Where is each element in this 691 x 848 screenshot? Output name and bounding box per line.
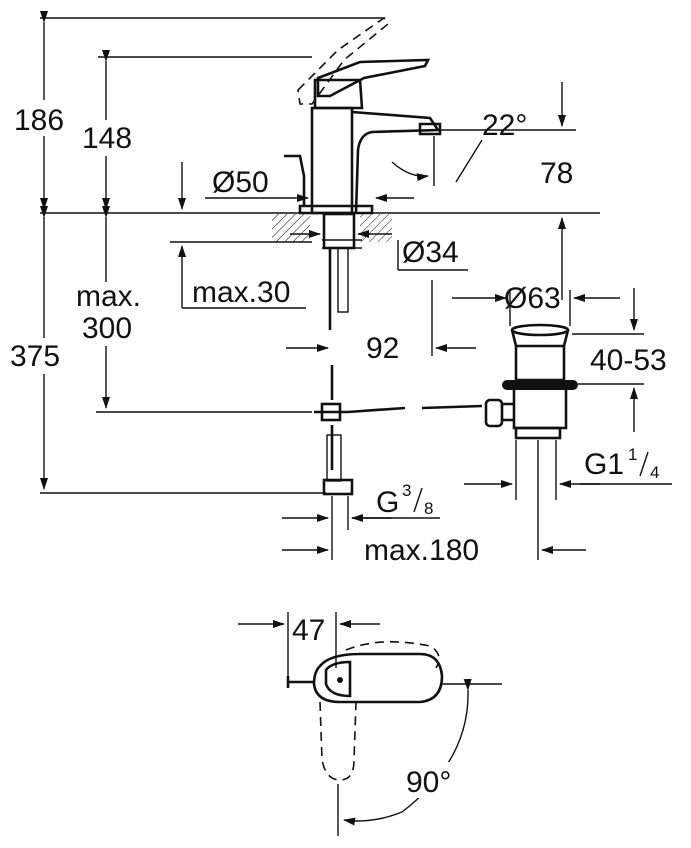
dim-375-label: 375 <box>10 340 60 373</box>
dim-d63: Ø63 <box>452 282 620 326</box>
dim-90deg: 90° <box>337 678 502 836</box>
dim-186-label: 186 <box>14 104 64 137</box>
dim-375: 375 <box>8 206 326 494</box>
pop-up-drain <box>484 323 578 440</box>
dim-40-53-label: 40-53 <box>590 344 667 377</box>
dim-max180-label: max.180 <box>364 534 479 567</box>
dim-g114-label: G1 <box>584 448 624 481</box>
top-view: 47 90° <box>238 612 502 836</box>
dim-47-label: 47 <box>292 614 325 647</box>
faucet-body <box>284 16 442 215</box>
dim-max180: max.180 <box>282 440 586 567</box>
dim-90deg-label: 90° <box>406 766 451 799</box>
dim-d50: Ø50 <box>178 162 414 210</box>
dim-186: 186 <box>10 11 385 210</box>
dim-g38-denominator: 8 <box>424 499 433 518</box>
dim-max30-label: max.30 <box>192 276 290 309</box>
dim-78-label: 78 <box>540 157 573 190</box>
dim-92: 92 <box>286 280 476 365</box>
dim-max30: max.30 <box>170 241 312 309</box>
dim-max300: max. 300 <box>72 206 312 413</box>
dim-d34: Ø34 <box>290 230 468 271</box>
shank <box>314 212 483 496</box>
dim-d34-label: Ø34 <box>402 236 459 269</box>
dim-g114: G1 1 4 <box>464 440 672 500</box>
dim-22deg-label: 22° <box>482 109 527 142</box>
dim-max300-label-2: 300 <box>82 312 132 345</box>
dim-max300-label-1: max. <box>76 280 141 313</box>
dim-g114-numerator: 1 <box>628 445 637 464</box>
dim-d50-label: Ø50 <box>212 166 269 199</box>
dim-22-78: 22° 78 <box>391 82 576 300</box>
dim-g38-numerator: 3 <box>402 481 411 500</box>
dim-92-label: 92 <box>366 332 399 365</box>
dim-148: 148 <box>80 50 312 210</box>
dim-47: 47 <box>238 612 380 680</box>
dim-148-label: 148 <box>82 122 132 155</box>
side-view: 186 148 22° 78 Ø50 <box>8 11 680 567</box>
dim-g114-denominator: 4 <box>650 463 659 482</box>
dim-d63-label: Ø63 <box>504 282 561 315</box>
dim-g38: G 3 8 <box>282 481 440 560</box>
dim-g38-label: G <box>376 486 399 519</box>
dim-40-53: 40-53 <box>572 288 680 432</box>
